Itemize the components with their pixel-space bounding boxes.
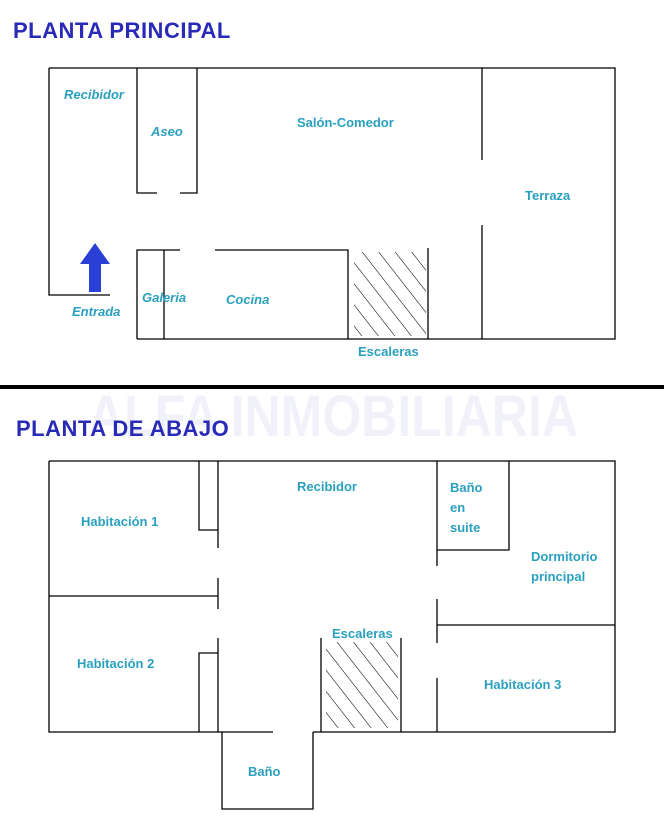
room-label-escaleras-upper: Escaleras: [358, 344, 419, 359]
room-label-recibidor-lower: Recibidor: [297, 479, 357, 494]
watermark-text: ALFA INMOBILIARIA: [88, 384, 578, 449]
upper-floor-walls: [48, 67, 616, 340]
room-label-habitacion-2: Habitación 2: [77, 656, 154, 671]
room-label-escaleras-lower: Escaleras: [332, 626, 393, 641]
arrow-up-icon: [80, 243, 110, 292]
room-label-bano-suite-line3: suite: [450, 520, 480, 535]
room-label-dormitorio-line2: principal: [531, 569, 585, 584]
room-label-habitacion-1: Habitación 1: [81, 514, 158, 529]
room-label-aseo: Aseo: [150, 124, 183, 139]
room-label-galeria: Galeria: [142, 290, 186, 305]
upper-stairs-hatch: [354, 252, 426, 336]
lower-stairs-hatch: [326, 642, 398, 728]
upper-floor-title: PLANTA PRINCIPAL: [13, 18, 231, 43]
lower-floor-walls: [48, 460, 616, 810]
room-label-dormitorio-line1: Dormitorio: [531, 549, 598, 564]
room-label-bano: Baño: [248, 764, 281, 779]
room-label-salon-comedor: Salón-Comedor: [297, 115, 394, 130]
lower-floor-title: PLANTA DE ABAJO: [16, 416, 230, 441]
room-label-terraza: Terraza: [525, 188, 571, 203]
room-label-bano-suite-line1: Baño: [450, 480, 483, 495]
room-label-recibidor: Recibidor: [64, 87, 125, 102]
room-label-habitacion-3: Habitación 3: [484, 677, 561, 692]
room-label-bano-suite-line2: en: [450, 500, 465, 515]
room-label-cocina: Cocina: [226, 292, 269, 307]
room-label-entrada: Entrada: [72, 304, 120, 319]
